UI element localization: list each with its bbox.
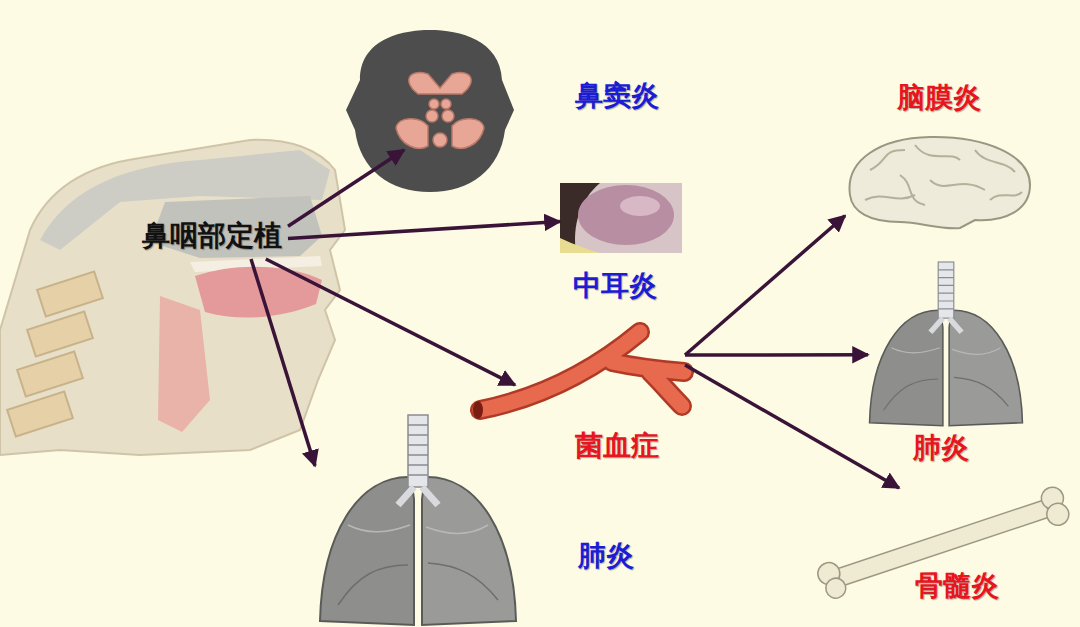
pharynx bbox=[158, 296, 210, 432]
ear-yellow bbox=[560, 238, 600, 253]
disease-figure: 骨髓炎 bbox=[808, 488, 1068, 598]
disease-name: 菌血症 bbox=[575, 430, 659, 462]
disease-name: 骨髓炎 bbox=[915, 570, 999, 602]
disease-figure: 脑膜炎 bbox=[845, 135, 1030, 230]
head-tissue bbox=[0, 140, 345, 455]
lungs bbox=[320, 415, 516, 625]
origin-label: 鼻咽部定植 bbox=[140, 218, 288, 259]
femur-condyle bbox=[1044, 500, 1072, 528]
tongue bbox=[195, 267, 322, 318]
eardrum-highlight bbox=[620, 196, 660, 216]
eardrum bbox=[578, 185, 674, 245]
vertebra bbox=[27, 311, 93, 356]
ethmoid-cell bbox=[441, 99, 451, 109]
ethmoid-cell bbox=[442, 110, 454, 122]
artery-body bbox=[480, 332, 684, 410]
face-sinuses bbox=[346, 30, 514, 192]
femur bbox=[815, 484, 1072, 602]
disease-figure: 菌血症 bbox=[515, 330, 685, 430]
disease-figure: 中耳炎 bbox=[560, 183, 682, 253]
ear-photo bbox=[560, 183, 682, 253]
arrow bbox=[288, 222, 560, 239]
vertebrae bbox=[7, 271, 103, 436]
maxillary-sinus bbox=[452, 119, 484, 149]
sphenoid-sinus bbox=[433, 133, 447, 147]
disease-name: 肺炎 bbox=[913, 432, 969, 464]
arrow bbox=[685, 365, 899, 488]
artery-outline bbox=[480, 332, 684, 410]
arrow bbox=[251, 259, 315, 466]
vertebra bbox=[17, 351, 83, 396]
brain bbox=[850, 137, 1030, 228]
arrow bbox=[685, 216, 845, 355]
maxillary-sinus bbox=[396, 119, 428, 149]
disease-name: 肺炎 bbox=[578, 540, 634, 572]
disease-figure: 肺炎 bbox=[868, 262, 1023, 422]
origin-text: 鼻咽部定植 bbox=[142, 220, 282, 252]
disease-name: 中耳炎 bbox=[573, 270, 657, 302]
femur-head bbox=[823, 576, 848, 601]
disease-name: 脑膜炎 bbox=[897, 82, 981, 114]
ear-photo-ground bbox=[560, 183, 682, 253]
brain-gyri bbox=[865, 145, 1022, 205]
disease-figure: 肺炎 bbox=[315, 415, 520, 627]
frontal-sinus bbox=[409, 73, 471, 94]
artery bbox=[473, 332, 684, 419]
vertebra bbox=[37, 271, 103, 316]
disease-figure: 鼻窦炎 bbox=[395, 90, 485, 150]
arrow bbox=[266, 259, 515, 385]
disease-name: 鼻窦炎 bbox=[575, 80, 659, 112]
face-silhouette bbox=[346, 30, 514, 192]
arrow bbox=[288, 150, 404, 226]
arrow bbox=[685, 353, 868, 357]
ethmoid-cell bbox=[426, 110, 438, 122]
ethmoid-cell bbox=[429, 99, 439, 109]
head-section bbox=[0, 140, 345, 455]
brain-outline bbox=[850, 137, 1030, 228]
vertebra bbox=[7, 391, 73, 436]
artery-opening bbox=[473, 401, 483, 419]
lungs bbox=[870, 262, 1023, 426]
